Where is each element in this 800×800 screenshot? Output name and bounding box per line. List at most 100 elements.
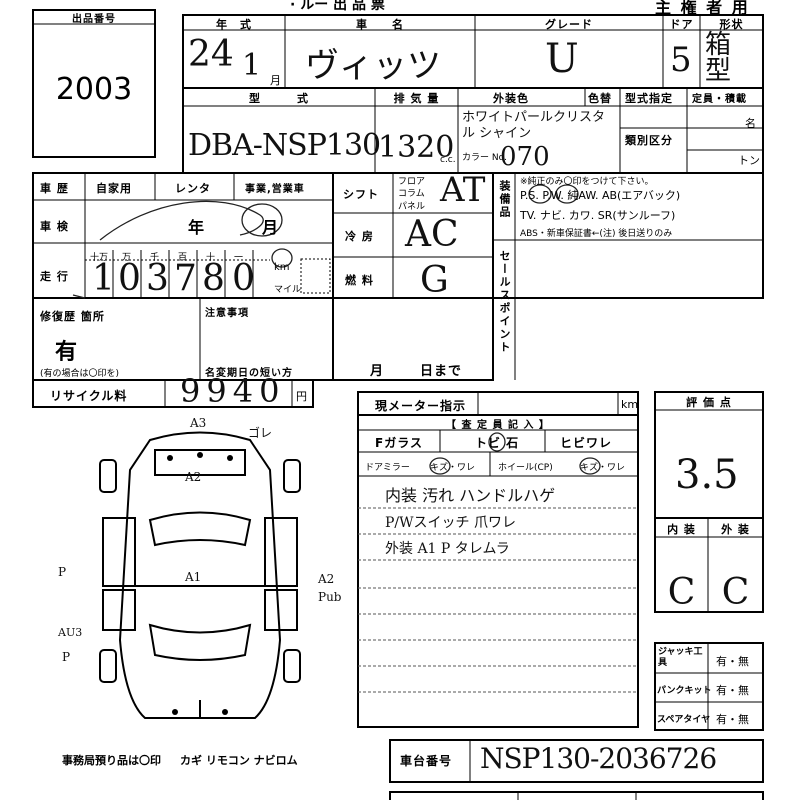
diagram-mark: A2 xyxy=(318,572,335,586)
category-label: 類別区分 xyxy=(625,134,673,147)
diagram-mark: ゴレ xyxy=(248,426,273,440)
mileage-digit: 0 xyxy=(118,258,141,299)
ac-label: 冷 房 xyxy=(345,230,374,243)
fuel-value: G xyxy=(420,260,449,301)
lot-label: 出品番号 xyxy=(72,14,116,25)
rating-value: 3.5 xyxy=(675,452,739,498)
year-value: 24 xyxy=(188,34,234,75)
name-change-label: 名変期日の短い方 xyxy=(205,368,293,379)
repair-label: 修復歴 箇所 xyxy=(40,310,105,323)
fuel-label: 燃 料 xyxy=(345,274,374,287)
mileage-digit: 8 xyxy=(202,258,225,299)
chip-label: トビ 石 xyxy=(475,436,520,450)
jack-options: 有・無 xyxy=(716,655,749,668)
spare-label: スペアタイヤ xyxy=(657,715,711,725)
ac-value: AC xyxy=(405,214,459,255)
color-only-label: 色替 xyxy=(588,92,612,105)
color-no-value: 070 xyxy=(500,142,550,172)
equipment-line-2: TV. ナビ. カワ. SR(サンルーフ) xyxy=(520,209,676,222)
sales-point-label: セールスポイント xyxy=(498,250,511,354)
mileage-unit-km: km xyxy=(274,262,290,273)
mileage-digit-label: 百 xyxy=(178,253,188,263)
month-value: 1 xyxy=(242,48,262,83)
equipment-line-3: ABS・新車保証書←(注) 後日送りのみ xyxy=(520,229,673,239)
name-change-day: 日まで xyxy=(420,364,463,379)
exterior-color-label: 外装色 xyxy=(493,92,529,105)
grade-value: U xyxy=(545,36,579,82)
inspector-title: 【 査 定 員 記 入 】 xyxy=(446,420,550,431)
mileage-digit-label: 千 xyxy=(150,253,160,263)
diagram-mark: P xyxy=(62,650,71,664)
mileage-label: 走 行 xyxy=(40,270,69,283)
inspector-note: P/Wスイッチ 爪ワレ xyxy=(385,515,516,531)
f-glass-label: Fガラス xyxy=(375,436,423,450)
mileage-digit: 1 xyxy=(92,258,115,299)
mileage-unit-mile: マイル xyxy=(274,285,302,295)
office-items-label: 事務局預り品は〇印 xyxy=(62,754,161,767)
diagram-mark: P xyxy=(58,565,67,579)
lot-number: 2003 xyxy=(55,72,133,107)
exterior-label: 外 装 xyxy=(721,523,750,536)
equipment-line-1: P.S. P.W. 純AW. AB(エアバック) xyxy=(520,189,681,202)
puncture-label: パンクキット xyxy=(657,686,712,696)
repair-note: (有の場合は〇印を) xyxy=(40,369,120,379)
interior-value: C xyxy=(667,572,696,613)
color-value: ホワイトパールクリスタル シャイン xyxy=(462,110,606,141)
mileage-digit-label: 万 xyxy=(122,253,132,263)
history-rental: レンタ xyxy=(175,182,211,195)
equipment-note: ※純正のみ〇印をつけて下さい。 xyxy=(520,177,654,187)
mileage-digit: 0 xyxy=(232,258,255,299)
crack-label: ヒビワレ xyxy=(560,436,613,450)
chassis-label: 車台番号 xyxy=(400,754,453,768)
recycle-label: リサイクル料 xyxy=(50,389,128,403)
year-label: 年 式 xyxy=(216,18,252,31)
name-change-month: 月 xyxy=(370,364,385,379)
capacity-unit-ton: トン xyxy=(738,154,760,167)
mileage-digit-label: 一 xyxy=(234,253,244,263)
shift-column: コラム xyxy=(398,189,425,199)
mileage-digit: 7 xyxy=(174,258,197,299)
shift-value: AT xyxy=(440,170,486,210)
month-unit: 月 xyxy=(270,74,281,87)
interior-label: 内 装 xyxy=(667,523,696,536)
top-title: 主 権 者 用 xyxy=(655,0,750,17)
diagram-mark: A3 xyxy=(190,416,207,430)
equipment-label: 装備品 xyxy=(498,180,511,219)
capacity-label: 定員・積載 xyxy=(692,94,747,105)
exterior-value: C xyxy=(721,572,750,613)
displacement-unit: c.c. xyxy=(440,155,456,165)
top-partial-title: · ルー 出 品 票 xyxy=(290,0,385,13)
name-label: 車 名 xyxy=(356,18,404,31)
recycle-value: 9940 xyxy=(180,372,286,410)
door-mirror-options: キズ・ワレ xyxy=(430,463,476,473)
puncture-options: 有・無 xyxy=(716,684,749,697)
inspection-label: 車 検 xyxy=(40,220,69,233)
diagram-mark: A1 xyxy=(185,570,202,584)
door-mirror-label: ドアミラー xyxy=(365,463,410,473)
inspection-year-unit: 年 xyxy=(188,218,205,237)
type-designation-label: 型式指定 xyxy=(625,92,673,105)
office-items: カギ リモコン ナビロム xyxy=(180,754,298,767)
jack-label: ジャッキ工具 xyxy=(658,647,703,668)
color-no-label: カラー No. xyxy=(462,153,507,163)
diagram-mark: Pub xyxy=(318,590,342,604)
shift-panel: パネル xyxy=(398,202,426,212)
body-value: 箱型 xyxy=(705,30,732,86)
mileage-digit-label: 十 xyxy=(206,253,216,263)
door-value: 5 xyxy=(670,40,692,80)
rating-label: 評 価 点 xyxy=(686,396,732,409)
meter-unit: km xyxy=(621,398,639,411)
capacity-unit-person: 名 xyxy=(745,117,756,130)
model-value: DBA-NSP130 xyxy=(188,128,381,163)
model-label: 型 式 xyxy=(249,92,309,105)
grade-label: グレード xyxy=(545,18,593,31)
inspector-note: 内装 汚れ ハンドルハゲ xyxy=(385,486,556,505)
wheel-options: キズ・ワレ xyxy=(580,463,626,473)
mileage-digit: 3 xyxy=(146,258,169,299)
repair-value: 有 xyxy=(55,340,78,365)
name-value: ヴィッツ xyxy=(305,46,441,86)
door-label: ドア xyxy=(669,18,694,31)
displacement-label: 排 気 量 xyxy=(393,92,440,105)
caution-label: 注意事項 xyxy=(205,308,249,319)
inspector-note: 外装 A1 P タレムラ xyxy=(385,541,510,557)
